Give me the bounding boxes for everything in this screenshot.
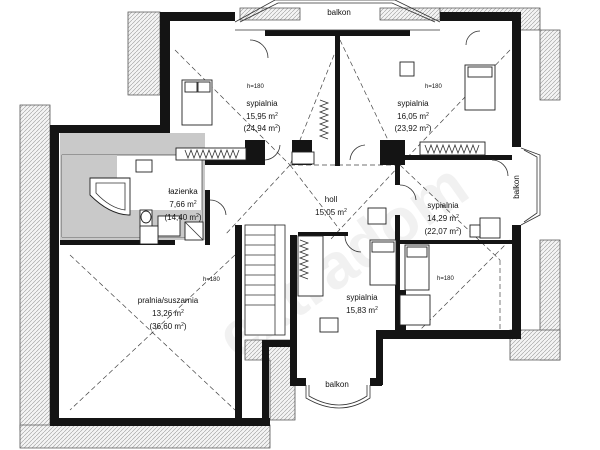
toilet	[140, 210, 152, 224]
balcony-top	[234, 0, 441, 31]
room-area: 16,05 m2	[397, 112, 429, 121]
room-height: h=180	[437, 276, 455, 282]
room-name: pralnia/suszarnia	[138, 296, 199, 305]
room-height: h=180	[247, 84, 265, 90]
washbasin	[135, 159, 153, 173]
room-area: 13,26 m2	[152, 309, 184, 318]
walls	[50, 12, 521, 426]
room-name: sypialnia	[397, 99, 429, 108]
wardrobe	[419, 141, 486, 156]
room-area-gross: (22,07 m2)	[424, 227, 461, 236]
room-area: 15,05 m2	[315, 208, 347, 217]
room-area: 15,95 m2	[246, 112, 278, 121]
staircase	[244, 224, 286, 336]
room-name: łazienka	[168, 187, 198, 196]
room-area: 14,29 m2	[427, 214, 459, 223]
room-area-gross: (36,60 m2)	[149, 322, 186, 331]
bathroom	[60, 133, 205, 245]
desk	[319, 317, 339, 333]
desk	[479, 217, 501, 239]
room-name: sypialnia	[346, 293, 378, 302]
room-name: holl	[325, 195, 338, 204]
balcony-right	[520, 147, 541, 226]
balcony-top-label: balkon	[327, 8, 351, 17]
balcony-right-label: balkon	[512, 175, 521, 199]
door-swings	[209, 30, 509, 253]
room-name: sypialnia	[427, 201, 459, 210]
room-area: 7,66 m2	[169, 200, 196, 209]
wardrobe	[297, 235, 324, 297]
corner-bathtub	[89, 177, 131, 216]
furniture	[175, 61, 501, 333]
room-area-gross: (24,94 m2)	[243, 124, 280, 133]
room-area-gross: (23,92 m2)	[394, 124, 431, 133]
armchair	[367, 207, 387, 225]
room-area-gross: (14,40 m2)	[164, 213, 201, 222]
roof-eaves	[19, 7, 561, 449]
room-area: 15,83 m2	[346, 306, 378, 315]
closet-doors	[184, 99, 480, 280]
balcony-bottom	[305, 385, 371, 409]
balcony-bottom-label: balkon	[325, 380, 349, 389]
room-name: sypialnia	[246, 99, 278, 108]
room-height: h=180	[203, 277, 221, 283]
room-height: h=180	[425, 84, 443, 90]
